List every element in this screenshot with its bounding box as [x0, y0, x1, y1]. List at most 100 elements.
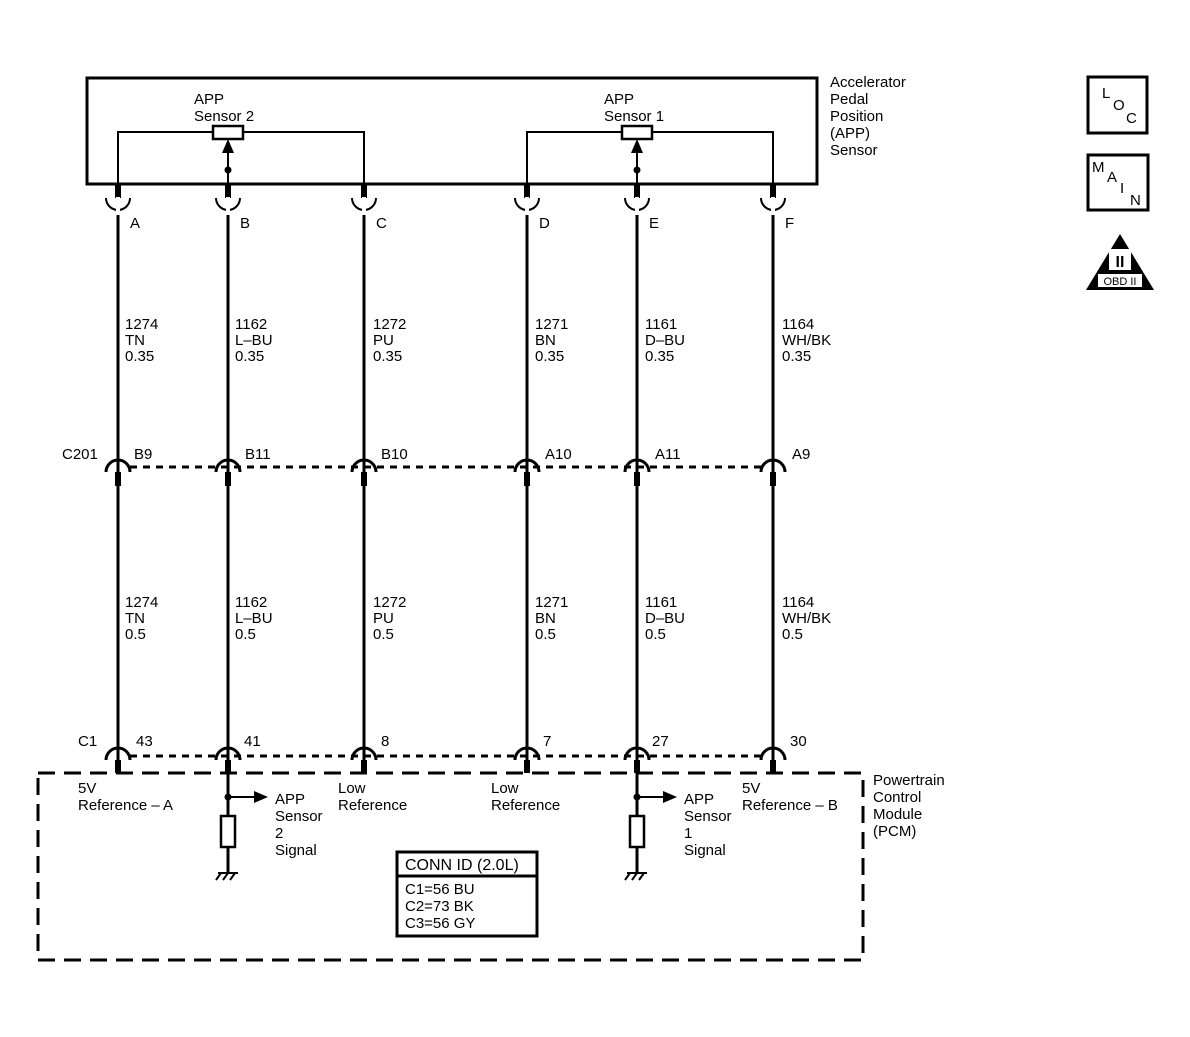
c1-cavity: 27 — [623, 733, 669, 773]
pin-letter: A — [130, 215, 140, 232]
circuit-sensor2-signal: APP Sensor 2 Signal — [215, 772, 323, 881]
obd-ii-icon[interactable]: II OBD II — [1086, 234, 1154, 290]
circuit-text: Reference — [338, 797, 407, 814]
connector-cap-icon — [623, 746, 651, 761]
pin-letter: F — [785, 215, 794, 232]
sensor1-resistor-icon — [620, 124, 654, 141]
wire-color: WH/BK — [782, 332, 831, 349]
pin-b: B — [215, 184, 250, 232]
circuit-text: APP — [684, 791, 714, 808]
wire-gauge: 0.5 — [645, 626, 666, 643]
sensor2-label: APP — [194, 91, 224, 108]
c201-cavity: B11 — [214, 446, 271, 486]
main-letter: A — [1107, 169, 1117, 186]
cavity-label: A10 — [545, 446, 572, 463]
sensor2-path-c — [243, 131, 365, 184]
c1-cavity: 41 — [214, 733, 261, 773]
connector-cap-icon — [350, 746, 378, 761]
c1-cavity: 43 — [104, 733, 153, 773]
circuit-text: APP — [275, 791, 305, 808]
pin-f: F — [760, 184, 794, 232]
circuit-low-ref-1: Low Reference — [338, 780, 407, 814]
wire-color: PU — [373, 332, 394, 349]
app-sensor-1: APP Sensor 1 — [526, 91, 774, 184]
sensor2-label: Sensor 2 — [194, 108, 254, 125]
wires — [116, 184, 775, 772]
pin-c: C — [351, 184, 387, 232]
c201-cavity: A10 — [513, 446, 572, 486]
pcm-name-line: Powertrain — [873, 772, 945, 789]
wire-color: TN — [125, 610, 145, 627]
wire-color: PU — [373, 610, 394, 627]
wire-gauge: 0.5 — [235, 626, 256, 643]
main-letter: I — [1120, 180, 1124, 197]
wire-color: L–BU — [235, 332, 273, 349]
sensor1-path-d — [526, 131, 622, 184]
connector-cap-icon — [513, 746, 541, 761]
connector-c201: C201 B9 B11 B10 A10 A11 — [62, 446, 810, 486]
wire-gauge: 0.35 — [535, 348, 564, 365]
sensor1-path-f — [652, 131, 774, 184]
signal-arrow-icon — [663, 791, 677, 803]
pcm-pin-number: 41 — [244, 733, 261, 750]
loc-icon[interactable]: L O C — [1086, 75, 1149, 135]
wire-color: D–BU — [645, 332, 685, 349]
connector-cap-icon — [759, 458, 787, 473]
circuit-number: 1161 — [645, 316, 677, 333]
wire-gauge: 0.35 — [125, 348, 154, 365]
cavity-label: A9 — [792, 446, 810, 463]
wire-gauge: 0.35 — [782, 348, 811, 365]
wire-gauge: 0.35 — [235, 348, 264, 365]
circuit-text: Signal — [684, 842, 726, 859]
connector-cap-icon — [623, 458, 651, 473]
main-icon[interactable]: M A I N — [1086, 153, 1150, 212]
pin-letter: E — [649, 215, 659, 232]
app-sensor-housing — [85, 76, 819, 186]
ground-icon — [215, 872, 238, 881]
pin-a: A — [105, 184, 140, 232]
obd-numeral: II — [1116, 254, 1125, 271]
obd-label: OBD II — [1103, 276, 1136, 288]
wiper-arrow-icon — [222, 139, 234, 153]
pcm-name-line: Control — [873, 789, 921, 806]
sensor-connector: A B C D E F — [105, 184, 794, 232]
conn-id-table: CONN ID (2.0L) C1=56 BU C2=73 BK C3=56 G… — [395, 850, 539, 938]
circuit-number: 1272 — [373, 594, 406, 611]
c1-cavity: 30 — [759, 733, 807, 773]
loc-letter: L — [1102, 85, 1110, 102]
circuit-number: 1271 — [535, 316, 568, 333]
wire-gauge: 0.35 — [645, 348, 674, 365]
main-letter: N — [1130, 192, 1141, 209]
circuit-low-ref-2: Low Reference — [491, 780, 560, 814]
cavity-label: A11 — [655, 446, 681, 463]
circuit-text: 5V — [78, 780, 96, 797]
c1-cavity: 7 — [513, 733, 551, 773]
circuit-text: Low — [491, 780, 519, 797]
wire-color: D–BU — [645, 610, 685, 627]
wiper-dot — [224, 166, 232, 174]
circuit-number: 1164 — [782, 316, 814, 333]
ground-icon — [624, 872, 647, 881]
pcm-pin-number: 8 — [381, 733, 389, 750]
circuit-number: 1274 — [125, 594, 158, 611]
connector-cap-icon — [350, 458, 378, 473]
sensor-name-line: Position — [830, 108, 883, 125]
circuit-text: 5V — [742, 780, 760, 797]
conn-id-row: C1=56 BU — [405, 881, 475, 898]
wiper-arrow-icon — [631, 139, 643, 153]
c201-cavity: A11 — [623, 446, 681, 486]
cavity-label: B9 — [134, 446, 152, 463]
sensor-name-line: Accelerator — [830, 74, 906, 91]
pin-d: D — [514, 184, 550, 232]
circuit-ref-b: 5V Reference – B — [742, 780, 838, 814]
connector-cap-icon — [214, 746, 242, 761]
circuit-text: Sensor — [684, 808, 732, 825]
connector-cap-icon — [104, 458, 132, 473]
sensor2-resistor-icon — [211, 124, 245, 141]
circuit-text: Signal — [275, 842, 317, 859]
app-sensor-name: Accelerator Pedal Position (APP) Sensor — [830, 74, 906, 159]
sensor-name-line: (APP) — [830, 125, 870, 142]
pcm-name: Powertrain Control Module (PCM) — [873, 772, 945, 840]
wire-color: L–BU — [235, 610, 273, 627]
connector-cap-icon — [104, 746, 132, 761]
